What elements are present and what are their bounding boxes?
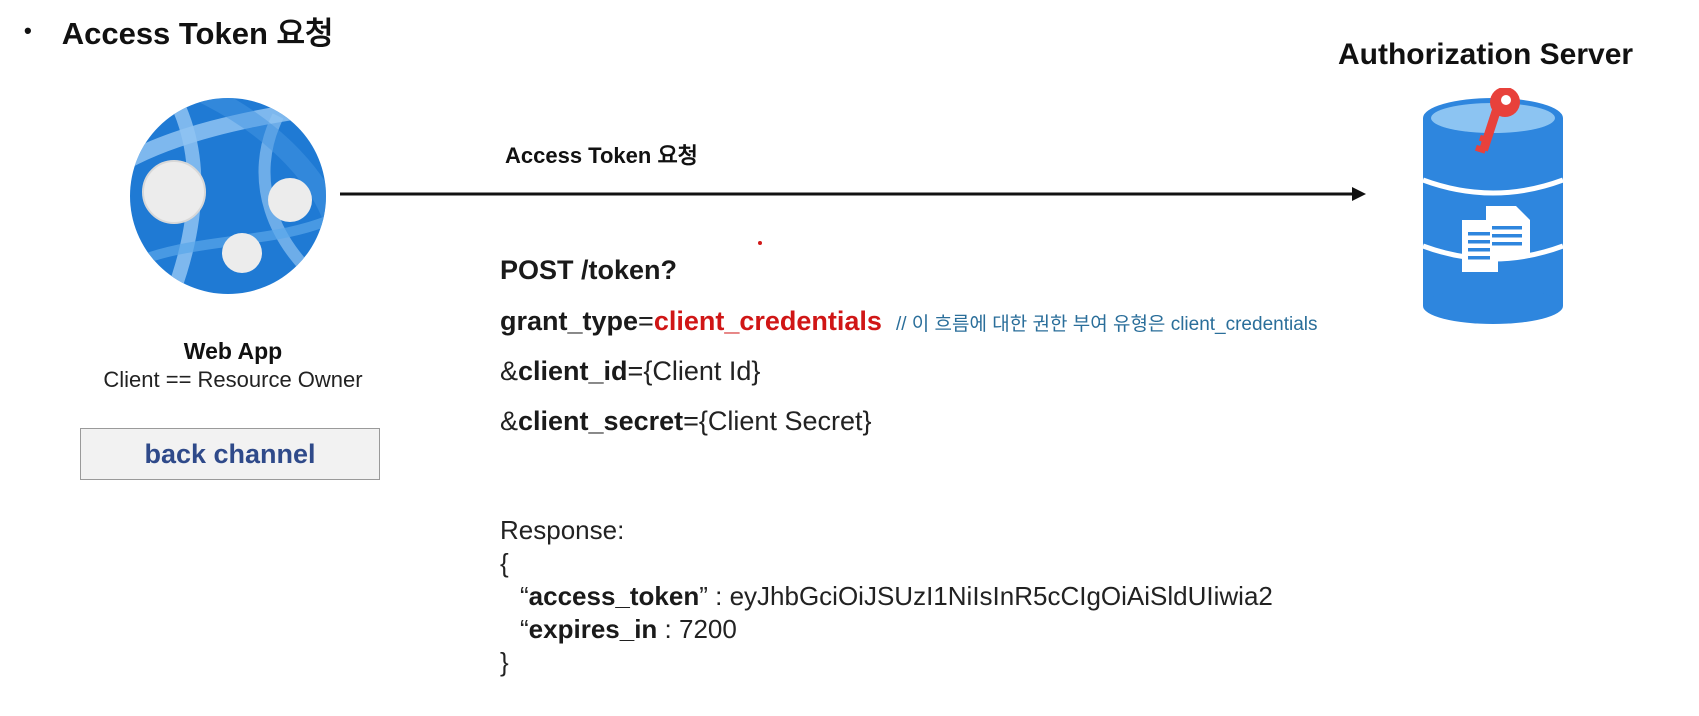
request-line-client-secret: &client_secret={Client Secret} <box>500 406 872 437</box>
heading-bullet: • <box>24 17 32 43</box>
grant-type-eq: = <box>638 306 654 336</box>
azure-web-app-globe-icon <box>130 98 326 294</box>
response-access-token-line: “access_token” : eyJhbGciOiJSUzI1NiIsInR… <box>500 581 1273 612</box>
access-token-key: access_token <box>528 581 700 611</box>
client-secret-key: client_secret <box>518 406 684 436</box>
authorization-server-title: Authorization Server <box>1338 38 1634 71</box>
expires-in-open-quote: “ <box>520 614 529 644</box>
client-id-value: {Client Id} <box>643 356 761 386</box>
access-token-open-quote: “ <box>520 581 529 611</box>
post-token-text: POST /token? <box>500 255 678 285</box>
expires-in-value: 7200 <box>678 614 737 644</box>
back-channel-label: back channel <box>144 438 316 469</box>
grant-type-value: client_credentials <box>653 306 882 336</box>
request-line-client-id: &client_id={Client Id} <box>500 356 760 387</box>
heading-text: Access Token 요청 <box>61 16 334 51</box>
grant-type-key: grant_type <box>500 306 639 336</box>
webapp-subtitle: Client == Resource Owner <box>103 367 363 392</box>
client-id-eq: = <box>627 356 644 386</box>
request-line-grant-type: grant_type=client_credentials // 이 흐름에 대한… <box>500 306 1318 337</box>
client-secret-amp: & <box>500 406 519 436</box>
response-close-brace: } <box>500 647 509 677</box>
grant-type-comment: // 이 흐름에 대한 권한 부여 유형은 client_credentials <box>895 314 1318 335</box>
expires-in-sep: : <box>657 614 679 644</box>
webapp-name: Web App <box>183 338 283 364</box>
page-heading: • Access Token 요청 <box>24 8 334 53</box>
back-channel-box: back channel <box>80 428 380 480</box>
client-id-key: client_id <box>518 356 628 386</box>
client-secret-eq: = <box>683 406 699 436</box>
client-id-amp: & <box>500 356 519 386</box>
response-open-brace: { <box>500 548 509 578</box>
expires-in-key: expires_in <box>528 614 658 644</box>
red-dot-marker <box>758 241 762 245</box>
access-token-value: eyJhbGciOiJSUzI1NiIsInR5cCIgOiAiSldUIiwi… <box>729 581 1273 611</box>
database-key-document-icon <box>1422 88 1564 324</box>
response-expires-in-line: “expires_in : 7200 <box>500 614 737 645</box>
access-token-sep: ” : <box>699 581 730 611</box>
client-secret-value: {Client Secret} <box>698 406 872 436</box>
arrow-label: Access Token 요청 <box>505 143 698 168</box>
response-label: Response: <box>500 515 625 545</box>
request-arrow <box>340 187 1366 201</box>
request-line-post: POST /token? <box>500 255 677 286</box>
